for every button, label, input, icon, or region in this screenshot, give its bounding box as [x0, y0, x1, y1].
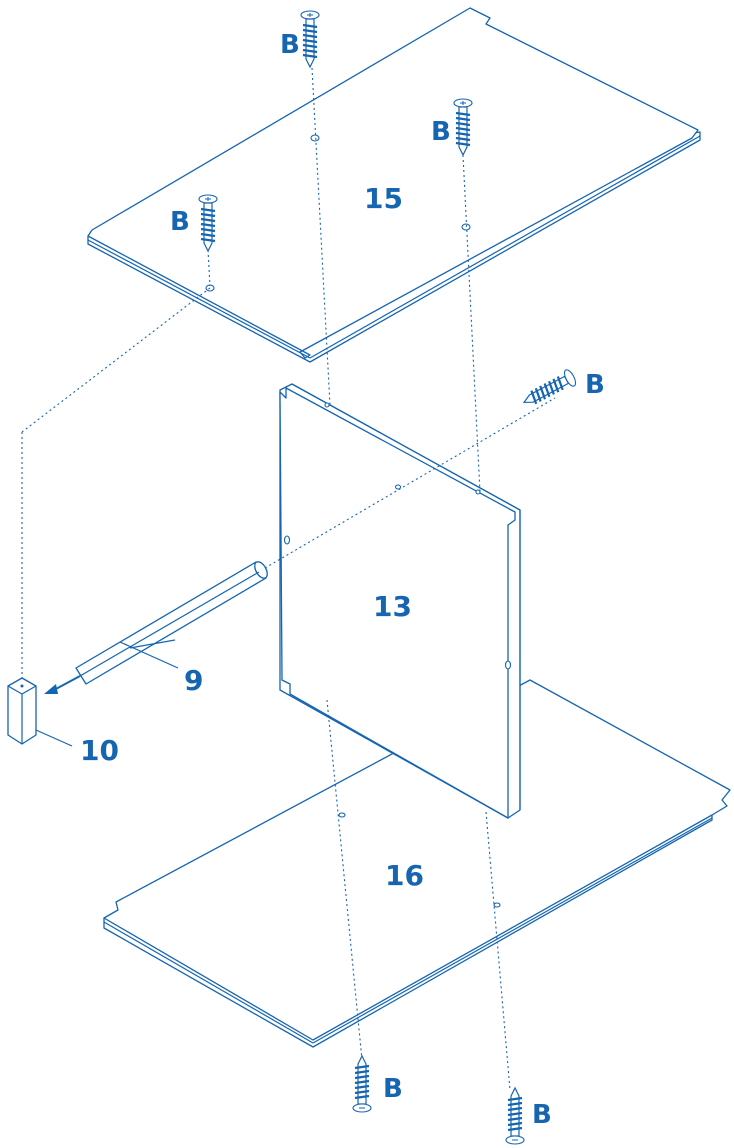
dowel: [75, 561, 268, 685]
top-panel-label: 15: [364, 182, 403, 215]
bottom-panel-label: 16: [385, 859, 424, 892]
screw-bottom-left: [351, 1054, 373, 1114]
screw-label-side: B: [585, 370, 605, 400]
screw-label-bottom-right: B: [532, 1100, 552, 1130]
screw-label-bottom-left: B: [383, 1074, 403, 1104]
bottom-panel: [103, 679, 731, 1048]
screw-label-top-center: B: [280, 30, 300, 60]
foot-label: 10: [80, 734, 119, 767]
top-panel: [87, 7, 701, 363]
dowel-label: 9: [184, 664, 203, 697]
screw-label-top-right: B: [431, 117, 451, 147]
screw-side: [522, 369, 577, 405]
screw-top-center: [299, 9, 321, 69]
screw-bottom-right: [504, 1086, 526, 1146]
screw-label-top-left: B: [170, 207, 190, 237]
foot: [7, 677, 37, 745]
dowel-arrow-icon: [44, 675, 81, 694]
side-panel-label: 13: [373, 590, 412, 623]
guide-lines: [21, 67, 556, 1091]
side-panel: [279, 383, 521, 819]
